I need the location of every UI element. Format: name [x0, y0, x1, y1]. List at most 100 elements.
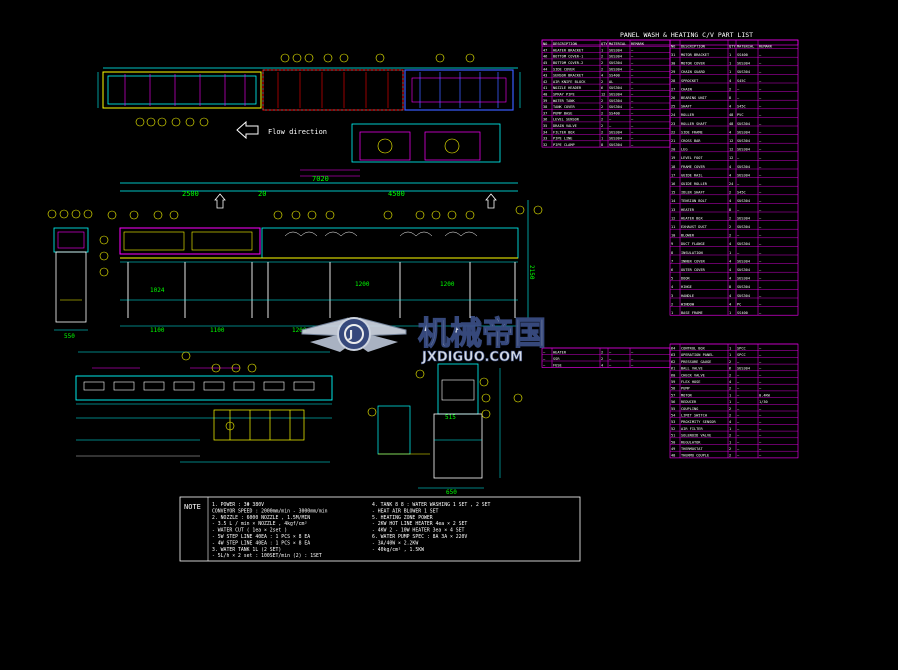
parts-table-cell: REDUCER [681, 400, 697, 404]
parts-table-cell: BEARING UNIT [681, 96, 708, 100]
parts-table-cell: 47 [543, 48, 547, 52]
parts-table-cell: SUS304 [609, 105, 622, 109]
parts-table-cell: — [543, 363, 546, 367]
parts-table-cell: 13 [671, 208, 675, 212]
parts-table-cell: SSR [553, 357, 560, 361]
conveyor-detail-view [75, 351, 333, 463]
parts-table-cell: — [759, 387, 762, 391]
parts-table-cell: DOOR [681, 277, 690, 281]
parts-table-cell: — [759, 407, 762, 411]
parts-table-cell: — [737, 96, 740, 100]
parts-table-cell: 17 [671, 173, 675, 177]
parts-table-cell: LIMIT SWITCH [681, 414, 707, 418]
parts-table-cell: — [759, 420, 762, 424]
parts-table-cell: 42 [543, 80, 547, 84]
parts-table-header: DESCRIPTION [681, 44, 705, 48]
note-line: 1. POWER : 3Φ 380V [212, 502, 264, 508]
parts-table-cell: 35 [543, 124, 547, 128]
note-line: - 4KW 2 - 10W HEATER 3ea × 4 SET [372, 528, 465, 534]
parts-table-cell: — [631, 74, 634, 78]
note-label: NOTE [184, 503, 201, 511]
parts-table-cell: — [737, 447, 740, 451]
parts-table-cell: 4 [729, 259, 731, 263]
parts-table-cell: — [737, 360, 740, 364]
parts-table-cell: 1 [601, 137, 603, 141]
note-line: - WATER CUT ( 1ea × 2set ) [212, 528, 287, 534]
parts-table-cell: — [737, 234, 740, 238]
parts-table-cell: SUS304 [737, 130, 750, 134]
parts-table-cell: SUS304 [737, 277, 750, 281]
parts-table-cell: TENSION BOLT [681, 199, 708, 203]
parts-table-cell: SUS304 [737, 62, 750, 66]
parts-table-cell: SPRAY PIPE [553, 93, 575, 97]
parts-table-cell: — [543, 350, 546, 354]
parts-table-cell: — [631, 137, 634, 141]
dim-gap: 20 [258, 190, 266, 198]
parts-table-cell: 27 [671, 87, 675, 91]
note-block: NOTE 1. POWER : 3Φ 380V CONVEYOR SPEED :… [179, 496, 581, 562]
side-section-view: 515 650 [367, 363, 523, 496]
parts-table-cell: BOTTOM COVER-1 [553, 55, 583, 59]
parts-table-cell: — [737, 380, 740, 384]
parts-table-header: REMARK [759, 44, 773, 48]
watermark-logo: J 机械帝国 JXDIGUO.COM [301, 313, 547, 365]
parts-table-cell: — [759, 277, 762, 281]
dim-side-width: 550 [64, 333, 75, 340]
parts-table-cell: 24 [671, 113, 675, 117]
parts-table-cell: REGULATOR [681, 440, 701, 444]
parts-table-cell: THERMOSTAT [681, 447, 703, 451]
parts-table-cell: 7 [671, 259, 673, 263]
parts-table-cell: — [737, 182, 740, 186]
parts-table-cell: — [759, 285, 762, 289]
parts-table-cell: 2 [601, 350, 603, 354]
parts-table-cell: — [631, 67, 634, 71]
parts-table-cell: 4 [729, 105, 731, 109]
dim-1200-b: 1200 [355, 281, 370, 288]
parts-table-cell: 8 [729, 285, 731, 289]
parts-table-cell: — [759, 148, 762, 152]
parts-table-cell: PIPE LINE [553, 137, 572, 141]
parts-table-cell: 2 [729, 387, 731, 391]
parts-table-cell: — [759, 347, 762, 351]
parts-table-cell: — [759, 87, 762, 91]
parts-table-cell: 4 [729, 302, 731, 306]
parts-table-cell: SUS304 [737, 242, 750, 246]
parts-table-cell: MOTOR COVER [681, 62, 706, 66]
parts-table-cell: 53 [671, 420, 675, 424]
parts-table-cell: 4 [729, 420, 731, 424]
parts-table-cell: GUIDE RAIL [681, 173, 703, 177]
parts-table-cell: — [759, 353, 762, 357]
parts-table-cell: 57 [671, 393, 675, 397]
parts-table-cell: 2 [601, 99, 603, 103]
parts-table-cell: SUS304 [609, 99, 622, 103]
parts-table-cell: — [759, 414, 762, 418]
parts-table-cell: — [759, 427, 762, 431]
parts-table-cell: 39 [543, 99, 547, 103]
parts-table-cell: — [759, 268, 762, 272]
parts-table-cell: — [543, 357, 546, 361]
parts-table-cell: LEVEL FOOT [681, 156, 703, 160]
parts-table-cell: SUS304 [609, 143, 622, 147]
parts-table-cell: S45C [737, 105, 746, 109]
parts-table-cell: 12 [729, 156, 733, 160]
parts-table-cell: HEATER BOX [681, 216, 703, 220]
parts-table-cell: — [759, 105, 762, 109]
parts-table-header: QTY [729, 44, 736, 48]
dim-side-bottom: 650 [446, 489, 457, 496]
parts-table-cell: INNER COVER [681, 259, 706, 263]
parts-table-cell: 12 [601, 93, 605, 97]
parts-table-cell: — [631, 357, 634, 361]
parts-table-cell: MOTOR BRACKET [681, 53, 710, 57]
parts-table-cell: SS400 [737, 311, 748, 315]
parts-table-cell: SPCC [737, 353, 746, 357]
parts-table-cell: SUS304 [737, 294, 750, 298]
parts-table-cell: SUS304 [737, 367, 750, 371]
parts-table-cell: — [759, 434, 762, 438]
parts-table-cell: — [737, 373, 740, 377]
parts-table-header: MATERIAL [609, 42, 626, 46]
parts-table-cell: — [631, 80, 634, 84]
parts-table-cell: 8 [729, 208, 731, 212]
parts-table-cell: — [759, 139, 762, 143]
parts-table-cell: 30 [671, 62, 675, 66]
parts-table-cell: — [759, 165, 762, 169]
